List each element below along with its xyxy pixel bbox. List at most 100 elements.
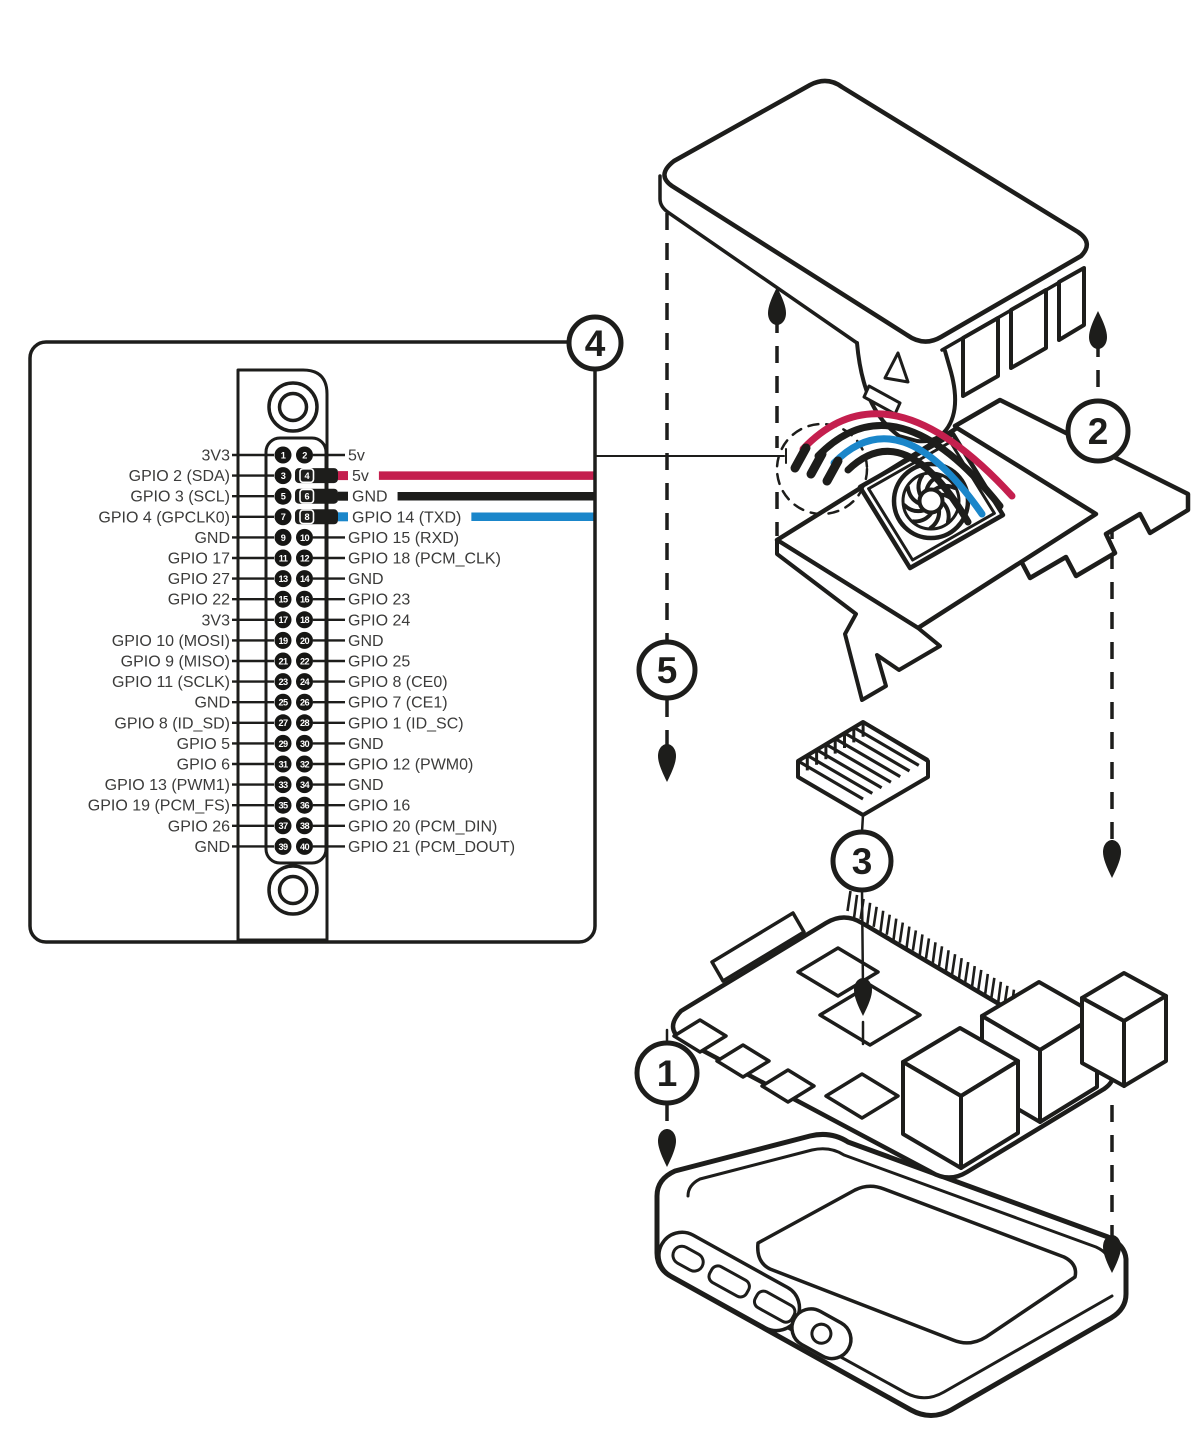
header-pin-tick [872, 906, 878, 927]
callout-1-number: 1 [657, 1053, 678, 1094]
pin-number: 39 [278, 842, 288, 852]
pin-number: 21 [278, 656, 288, 666]
pin-39 [274, 837, 292, 855]
heatsink-fin [797, 759, 864, 801]
pin-label-left: GPIO 3 (SCL) [130, 489, 230, 506]
header-pin-tick [931, 942, 937, 966]
hdmi-cutout-2 [752, 1289, 797, 1324]
pin-25 [274, 693, 292, 711]
pin-number: 37 [278, 821, 288, 831]
pin-label-right: GPIO 16 [348, 798, 410, 815]
pin-7 [274, 508, 292, 526]
pin-label-left: GPIO 10 (MOSI) [112, 633, 230, 650]
header-pin-tick [950, 953, 957, 975]
pin-label-right: GND [348, 633, 384, 650]
pin-label-right: GPIO 24 [348, 612, 410, 629]
pin-1 [274, 446, 292, 464]
pin-2 [296, 446, 313, 464]
heatsink-leader [860, 888, 865, 1046]
pin-33 [274, 776, 292, 794]
pin-label-left: GPIO 19 (PCM_FS) [88, 798, 230, 815]
fan-assembly [774, 397, 1191, 702]
pin-number: 28 [300, 718, 310, 728]
header-pin-tick [878, 910, 885, 934]
pin-label-right: GND [348, 571, 384, 588]
pin-3 [274, 467, 292, 485]
callout-4-number: 4 [585, 323, 606, 364]
arrow-down-icon [658, 744, 676, 782]
pin-label-left: 3V3 [202, 448, 231, 465]
pin-number: 1 [281, 450, 286, 460]
header-pin-tick [911, 930, 918, 951]
pin-27 [274, 714, 292, 732]
pin-label-right: GPIO 18 (PCM_CLK) [348, 551, 501, 568]
pin-34 [296, 776, 313, 794]
pin-number: 15 [278, 595, 288, 605]
header-pin-tick [924, 938, 931, 959]
pin-number: 7 [281, 512, 286, 522]
pin-label-left: GPIO 27 [168, 571, 230, 588]
pin-12 [296, 549, 313, 567]
pin-number: 35 [278, 801, 288, 811]
case-lid [658, 78, 1089, 444]
wire-stub [338, 471, 348, 481]
case-bottom [654, 1132, 1129, 1418]
header-pin-tick [963, 961, 970, 983]
usb-c-cutout [671, 1244, 705, 1273]
pin-number: 13 [278, 574, 288, 584]
pin-label-left: GPIO 6 [177, 757, 230, 774]
pin-23 [274, 673, 292, 691]
header-pin-tick [865, 902, 872, 927]
pin-10 [296, 528, 313, 546]
arrow-up-icon [1089, 311, 1107, 349]
pin-number: 16 [300, 595, 310, 605]
pin-32 [296, 755, 313, 773]
case-port-cutouts [657, 1230, 853, 1361]
header-pin-tick [937, 946, 944, 967]
pin-label-right: GND [348, 736, 384, 753]
pin-label-left: 3V3 [202, 612, 231, 629]
heatsink-fin [843, 731, 911, 773]
arrow-up-icon [768, 287, 786, 325]
header-pin-tick [990, 977, 996, 999]
pin-number: 26 [300, 698, 310, 708]
pin-number: 3 [281, 471, 286, 481]
pin-29 [274, 734, 292, 752]
pin-number: 30 [300, 739, 310, 749]
pin-label-left: GPIO 22 [168, 592, 230, 609]
pin-label-right: GPIO 23 [348, 592, 410, 609]
pin-26 [296, 693, 313, 711]
cpu-chip [818, 983, 922, 1047]
header-pin-tick [983, 973, 990, 998]
pin-number: 22 [300, 656, 310, 666]
lid-triangle-marker [883, 351, 910, 384]
pin-number: 32 [300, 759, 310, 769]
pin-number: 17 [278, 615, 288, 625]
pin-40 [296, 837, 313, 855]
arrow-down-icon [854, 978, 872, 1016]
callout-2-number: 2 [1088, 411, 1109, 452]
pin-16 [296, 590, 313, 608]
pin-number: 25 [278, 698, 288, 708]
pin-number: 6 [305, 492, 310, 502]
pin-number: 29 [278, 739, 288, 749]
pinout-leader-line [596, 448, 787, 464]
pin-label-left: GPIO 4 (GPCLK0) [98, 509, 230, 526]
wire-tab [295, 509, 338, 525]
pin-5 [274, 487, 292, 505]
pin-15 [274, 590, 292, 608]
callout-5-number: 5 [657, 650, 678, 691]
pin-number: 2 [302, 450, 307, 460]
pin-label-right: GPIO 1 (ID_SC) [348, 715, 464, 732]
mounting-hole-top [267, 381, 319, 433]
header-pin-tick [957, 957, 963, 982]
heatsink [796, 720, 930, 834]
audio-jack-cutout [810, 1322, 833, 1345]
pin-number: 9 [281, 533, 286, 543]
pin-label-left: GPIO 11 (SCLK) [112, 674, 230, 691]
wire-tab [295, 468, 338, 484]
pin-label-right: GPIO 15 (RXD) [348, 530, 459, 547]
arrow-down-icon [1103, 840, 1121, 878]
pin-number: 36 [300, 801, 310, 811]
